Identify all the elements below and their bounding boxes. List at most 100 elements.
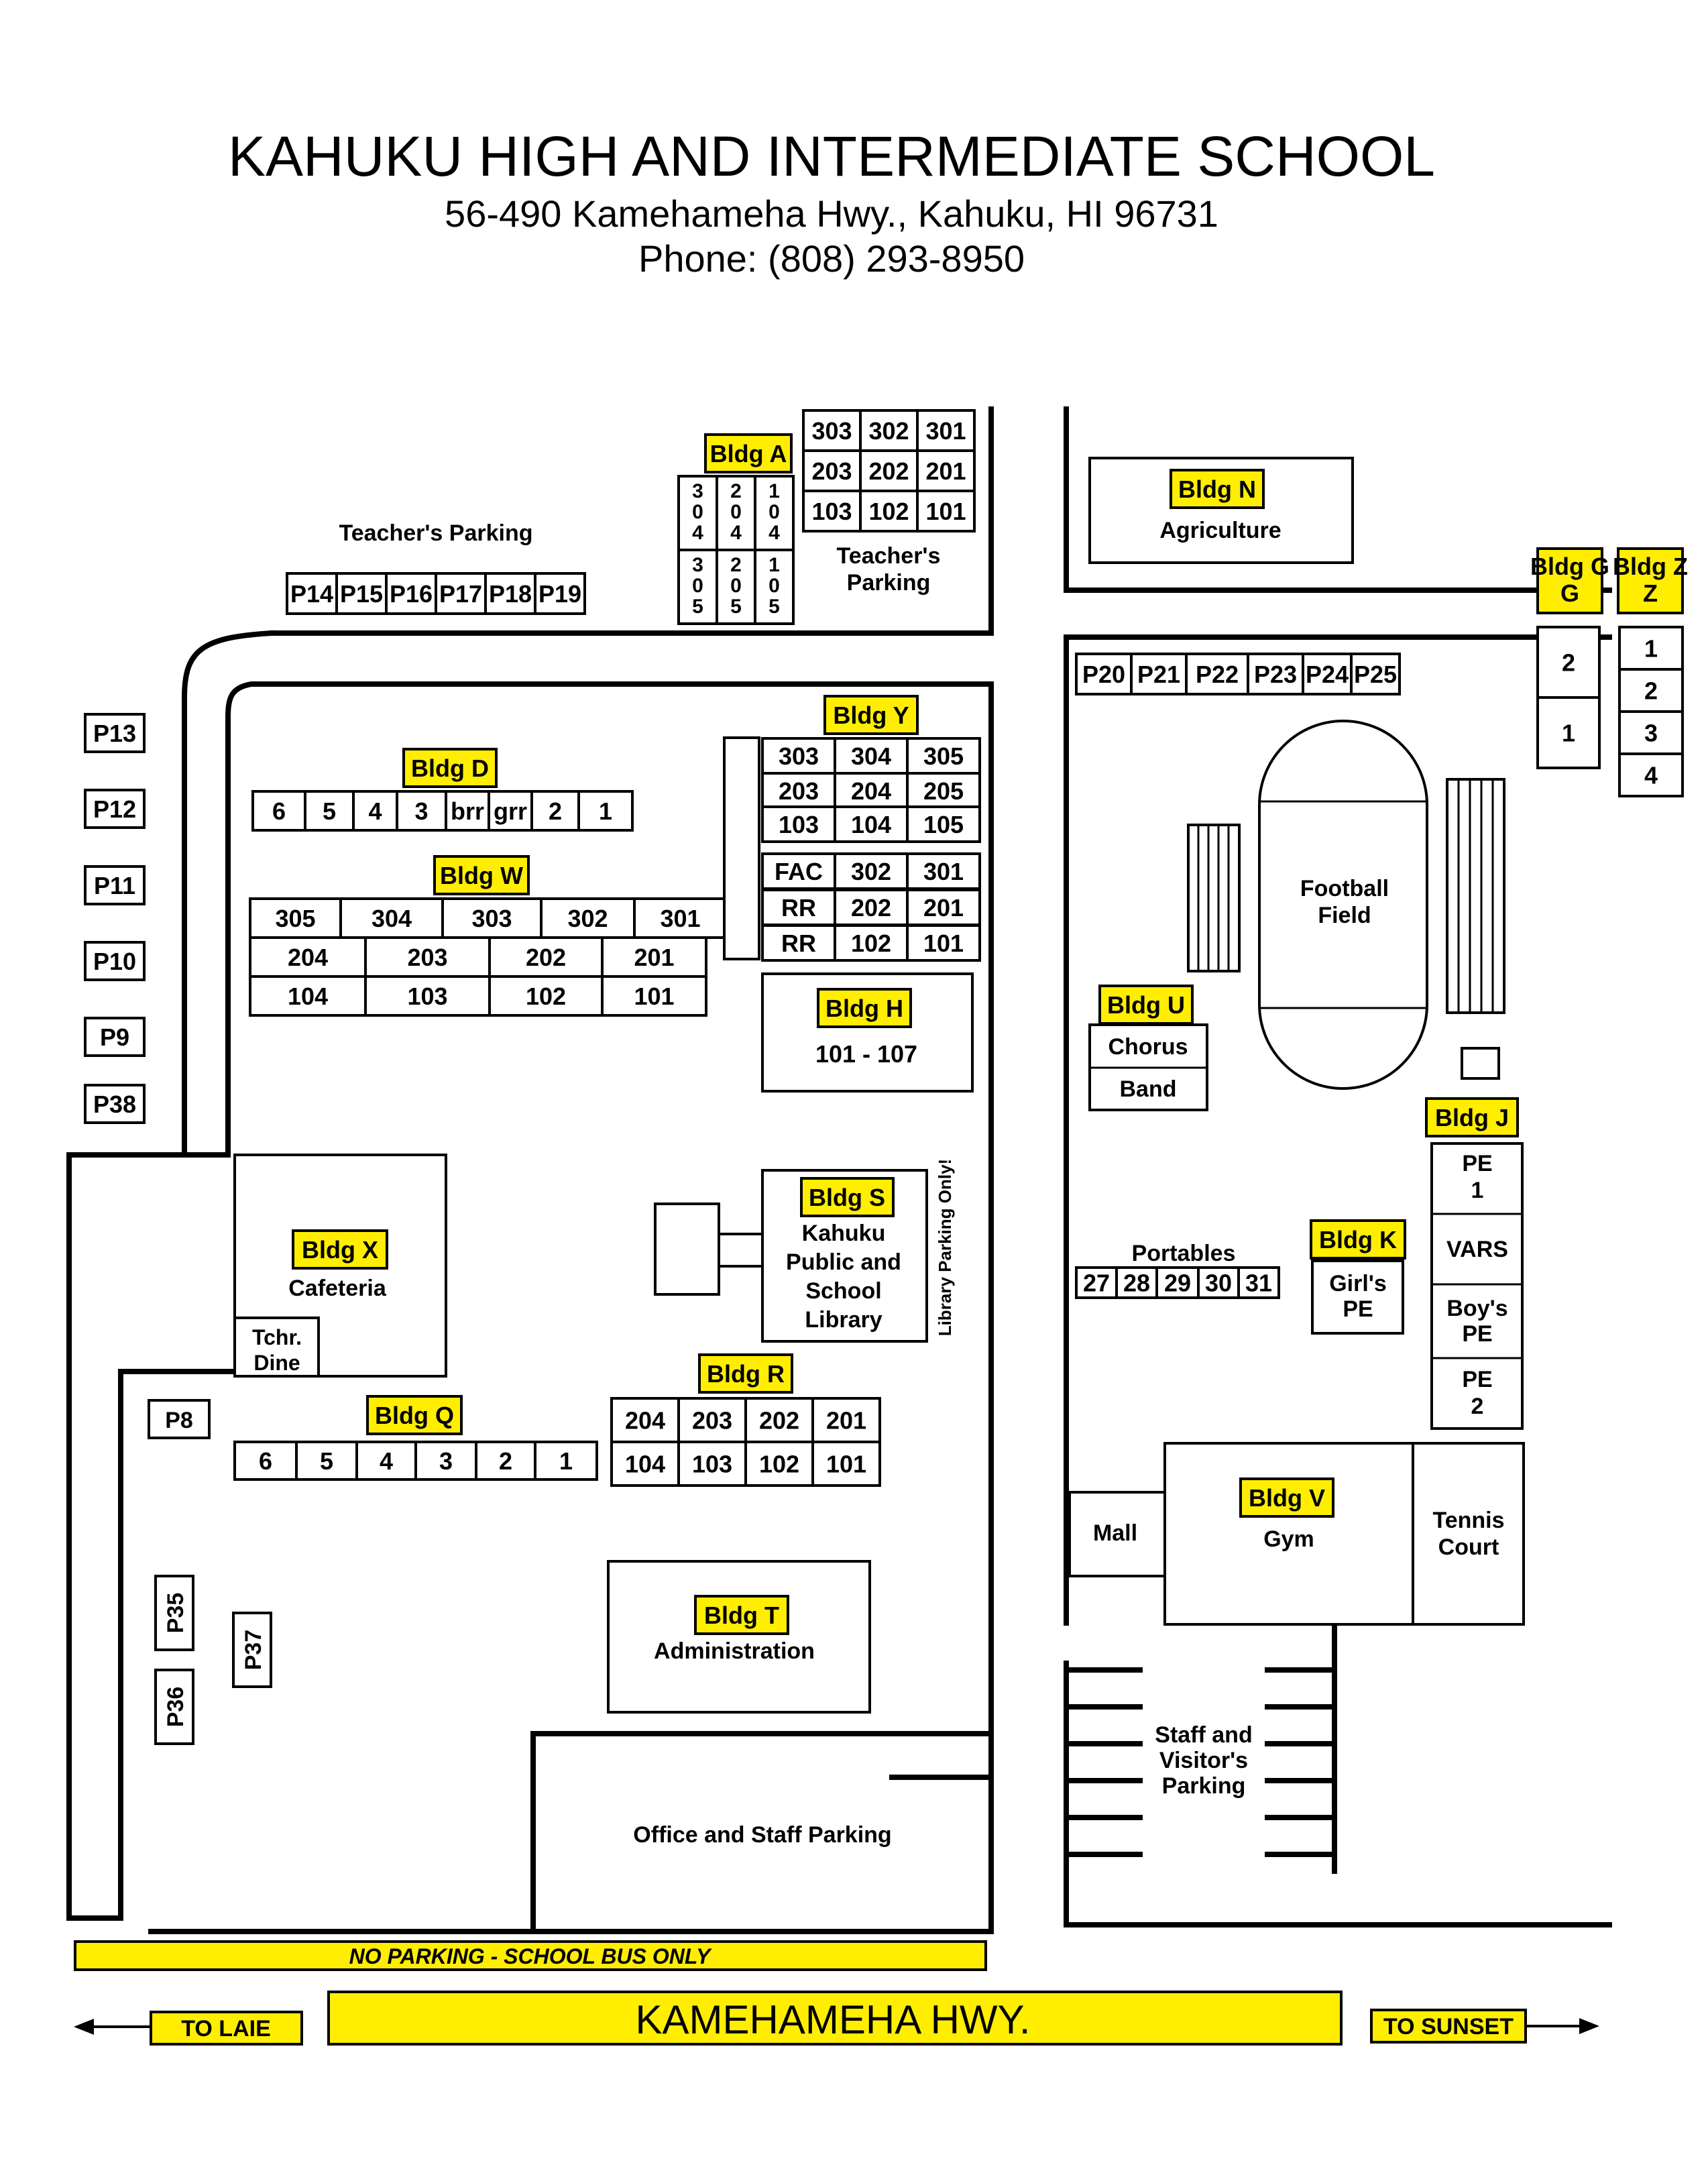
bldg-w-room: 103 [407,983,447,1010]
bldg-r-room: 204 [625,1407,665,1435]
pe1-label: PE [1462,1151,1492,1176]
bldg-a-vertical-digit: 5 [692,596,703,618]
bldg-r-tag [698,1353,793,1394]
bldg-r-room: 201 [826,1407,866,1435]
bldg-a-vertical-digit: 2 [730,554,742,576]
bldg-a-vertical-digit: 0 [768,575,780,597]
school-phone: Phone: (808) 293-8950 [638,237,1025,280]
bldg-w-tag [433,855,530,895]
parking-space: P25 [1354,661,1397,688]
pe1-label: 1 [1471,1178,1484,1203]
bldg-z-tag [1617,547,1684,614]
parking-space: P20 [1082,661,1125,688]
parking-space: P24 [1306,661,1349,688]
parking-space-cell [1130,653,1188,695]
bldg-z-letter: Z [1643,579,1658,607]
bldg-r-room-cell [610,1397,680,1443]
parking-space: P14 [290,580,333,608]
pe2-label: 2 [1471,1394,1484,1419]
bldg-y-room: 301 [923,858,964,885]
bldg-z-room-cell [1618,752,1684,797]
bldg-q-room: 5 [320,1447,333,1475]
bldg-a-vertical-digit: 0 [768,501,780,523]
bldg-w-room: 204 [288,944,328,971]
bldg-q-room-cell [534,1441,598,1481]
bldg-g-tag [1536,547,1603,614]
bleachers-left [1187,824,1241,972]
bldg-d-label: Bldg D [411,754,489,782]
bldg-a-vertical-digit: 1 [768,480,780,502]
bldg-u-tag [1098,985,1194,1025]
portable-room-cell [1237,1266,1280,1299]
bldg-w-room: 203 [407,944,447,971]
teacher-dining-label: Dine [253,1351,300,1375]
bldg-w-room-cell [441,897,543,939]
bldg-q-room-cell [475,1441,536,1481]
bldg-g-room: 1 [1562,720,1575,747]
bldg-a-vertical-digit: 1 [768,554,780,576]
parking-space: P9 [100,1023,129,1051]
bldg-z-room-cell [1618,710,1684,755]
bleachers-right [1446,778,1505,1014]
teachers-parking-label: Teacher's [837,543,941,569]
bldg-w-room: 104 [288,983,328,1010]
parking-space: P15 [340,580,383,608]
bldg-d-room: 3 [414,797,428,825]
bldg-j-box [1430,1142,1524,1430]
portable-room-cell [1115,1266,1158,1299]
mall-label: Mall [1093,1520,1137,1546]
bldg-w-room-cell [364,975,491,1017]
library-parking-label: Library Parking Only! [935,1159,955,1336]
parking-space-cell [84,1084,146,1124]
bldg-g-room: 2 [1562,649,1575,677]
bldg-d-room-cell [251,790,306,832]
bldg-a-room-cell [916,490,976,533]
bldg-w-room: 202 [526,944,566,971]
bldg-y-room: 302 [851,858,891,885]
bldg-q-tag [366,1395,463,1435]
bldg-w-room: 201 [634,944,674,971]
bldg-a-vertical-digit: 5 [730,596,742,618]
bldg-z-room: 3 [1644,720,1658,747]
school-address: 56-490 Kamehameha Hwy., Kahuku, HI 96731 [445,192,1218,235]
boys-pe-label: Boy's [1446,1296,1507,1321]
library-annex [654,1203,720,1296]
parking-space: P23 [1254,661,1297,688]
football-label: Football [1300,876,1389,901]
bldg-z-room: 4 [1644,762,1658,789]
parking-space-cell [1075,653,1133,695]
bldg-y-room: RR [781,930,816,957]
bldg-a-vertical-digit: 0 [730,501,742,523]
bldg-r-room-cell [811,1397,881,1443]
parking-space-cell [534,572,586,615]
bldg-r-room: 101 [826,1451,866,1478]
teachers-parking-label: Teacher's Parking [339,520,532,546]
parking-space: P21 [1137,661,1180,688]
parking-space: P13 [93,720,136,747]
bldg-v-box [1163,1442,1414,1626]
library-label: Kahuku [802,1221,886,1246]
no-parking-label: NO PARKING - SCHOOL BUS ONLY [349,1944,712,1968]
bldg-y-room-cell [834,805,909,843]
bldg-r-room-cell [677,1397,747,1443]
bldg-w-room: 303 [471,905,512,932]
band-label: Band [1120,1076,1177,1102]
teacher-dining-box [233,1317,320,1378]
cafeteria-label: Cafeteria [288,1276,387,1301]
bldg-w-room-cell [364,936,491,978]
bldg-q-room: 1 [559,1447,573,1475]
bldg-w-room: 101 [634,983,674,1010]
bldg-z-room: 2 [1644,677,1658,705]
bldg-a-vertical-digit: 0 [692,575,703,597]
bldg-a-vertical-digit: 5 [768,596,780,618]
bldg-g-room-cell [1536,696,1601,769]
portable-room-cell [1155,1266,1200,1299]
vars-label: VARS [1446,1237,1508,1262]
bldg-j-tag [1425,1097,1519,1137]
parking-space-cell [84,941,146,981]
